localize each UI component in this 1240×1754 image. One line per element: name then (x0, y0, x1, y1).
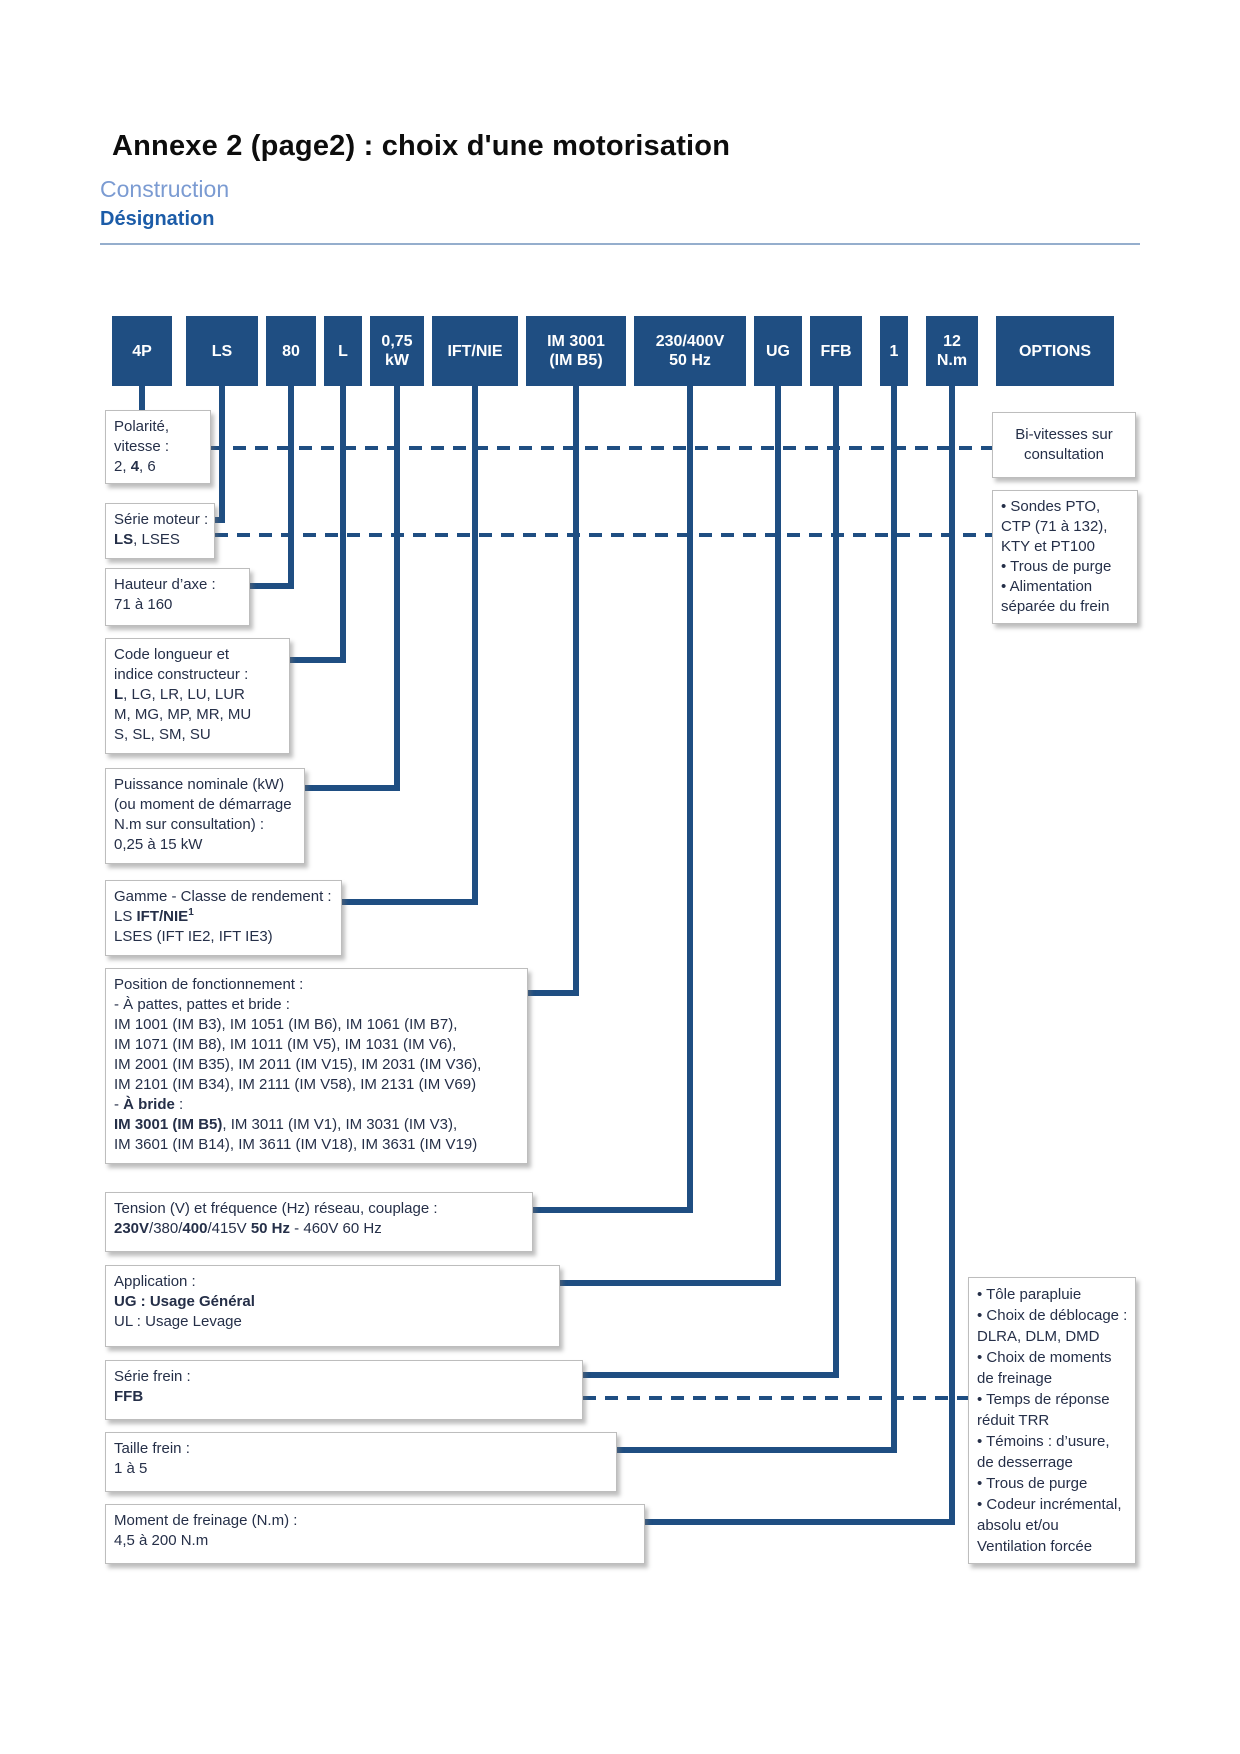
callout-position-fonctionnement: Position de fonctionnement :- À pattes, … (105, 968, 528, 1164)
designation-box-1: 1 (880, 316, 908, 386)
designation-box-im3001: IM 3001(IM B5) (526, 316, 626, 386)
callout-serie-moteur: Série moteur :LS, LSES (105, 503, 215, 559)
callout-moment-freinage: Moment de freinage (N.m) :4,5 à 200 N.m (105, 1504, 645, 1564)
callout-taille-frein: Taille frein :1 à 5 (105, 1432, 617, 1492)
designation-box-ffb: FFB (810, 316, 862, 386)
callout-puissance-nominale: Puissance nominale (kW)(ou moment de dém… (105, 768, 305, 864)
designation-box-80: 80 (266, 316, 316, 386)
callout-options-frein: • Tôle parapluie• Choix de déblocage :DL… (968, 1277, 1136, 1564)
designation-box-l: L (324, 316, 362, 386)
callout-hauteur-axe: Hauteur d’axe :71 à 160 (105, 568, 250, 626)
page-title: Annexe 2 (page2) : choix d'une motorisat… (112, 130, 731, 162)
section-designation: Désignation (100, 208, 215, 230)
section-construction: Construction (100, 176, 230, 202)
callout-tension-frequence: Tension (V) et fréquence (Hz) réseau, co… (105, 1192, 533, 1252)
callout-serie-frein: Série frein :FFB (105, 1360, 583, 1420)
designation-box-options: OPTIONS (996, 316, 1114, 386)
callout-gamme-rendement: Gamme - Classe de rendement :LS IFT/NIE1… (105, 880, 342, 956)
callout-options-moteur: • Sondes PTO,CTP (71 à 132),KTY et PT100… (992, 490, 1138, 624)
designation-box-ift-nie: IFT/NIE (432, 316, 518, 386)
designation-box-ug: UG (754, 316, 802, 386)
designation-box-ls: LS (186, 316, 258, 386)
designation-box-4p: 4P (112, 316, 172, 386)
horizontal-rule (100, 243, 1140, 245)
callout-polarite-vitesse: Polarité,vitesse :2, 4, 6 (105, 410, 211, 484)
